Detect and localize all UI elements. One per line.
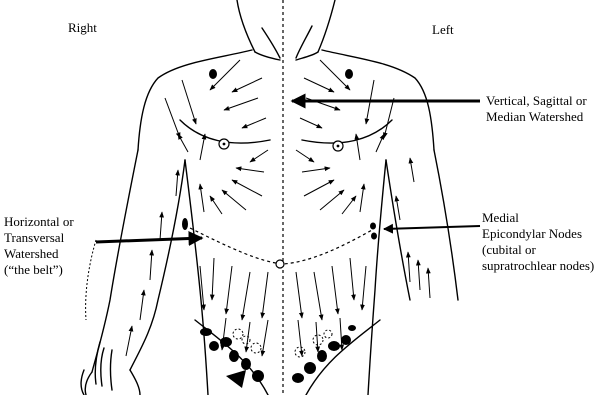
epicondylar-line-4: supratrochlear nodes) [482,258,594,274]
epicondylar-line-2: Epicondylar Nodes [482,226,594,242]
horizontal-watershed-line-2: Transversal [4,230,74,246]
horizontal-watershed-line-1: Horizontal or [4,214,74,230]
horizontal-watershed-annotation: Horizontal or Transversal Watershed (“th… [4,214,74,278]
right-epicondylar-node [182,218,188,230]
umbilicus [276,260,284,268]
horizontal-watershed-line-4: (“the belt”) [4,262,74,278]
right-axillary-node [209,69,217,79]
left-epicondylar-node-2 [371,233,377,240]
left-axillary-node [345,69,353,79]
epicondylar-line-3: (cubital or [482,242,594,258]
inguinal-nodes [200,325,356,388]
transversal-watershed-belt [190,228,372,264]
vertical-watershed-line-2: Median Watershed [486,109,587,125]
horizontal-watershed-pointer [96,238,202,242]
pointer-arrows [96,101,480,242]
horizontal-watershed-line-3: Watershed [4,246,74,262]
vertical-watershed-line-1: Vertical, Sagittal or [486,93,587,109]
body-outline [81,0,458,395]
epicondylar-line-1: Medial [482,210,594,226]
epicondylar-nodes-annotation: Medial Epicondylar Nodes (cubital or sup… [482,210,594,274]
right-side-label: Right [68,20,97,36]
left-epicondylar-node-1 [370,223,376,230]
epicondylar-nodes-pointer [384,226,480,229]
vertical-watershed-annotation: Vertical, Sagittal or Median Watershed [486,93,587,125]
left-side-label: Left [432,22,454,38]
lymph-flow-arrows [126,60,430,356]
